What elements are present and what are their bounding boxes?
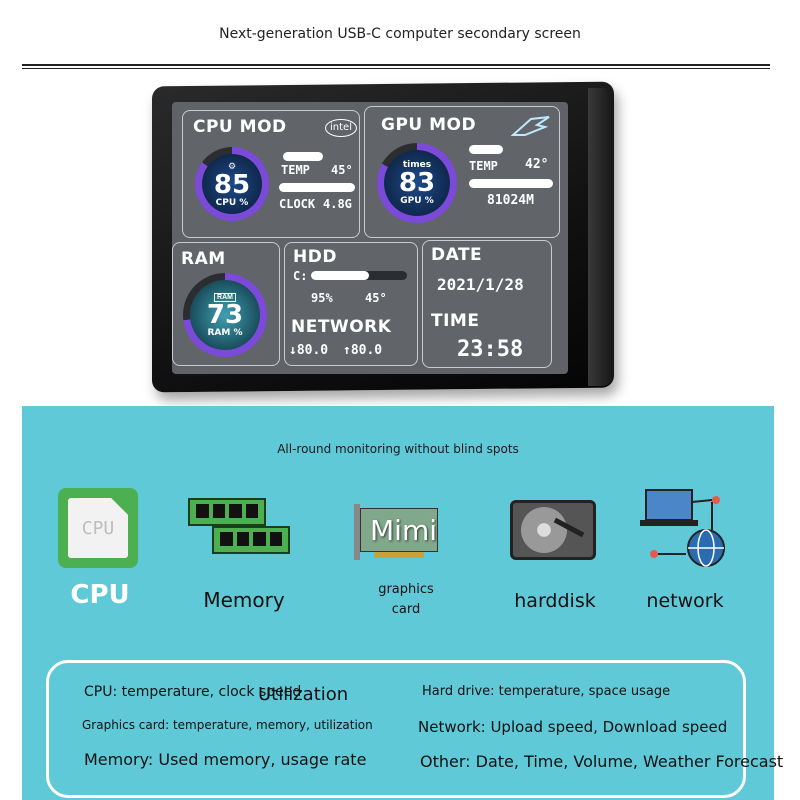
device-side [588, 88, 614, 386]
hdd-network-panel: HDD C: 95% 45° NETWORK ↓80.0 ↑80.0 [284, 242, 418, 366]
detail-other: Other: Date, Time, Volume, Weather Forec… [420, 752, 784, 771]
hdd-usage-bar [311, 271, 369, 280]
time-label: TIME [431, 311, 480, 331]
gpu-gauge: times 83 GPU % [377, 143, 457, 223]
gear-icon: ⚙ [227, 160, 237, 171]
cpu-temp-label: TEMP [281, 163, 310, 177]
gpu-memory-bar [469, 179, 553, 188]
network-download-value: ↓80.0 [289, 343, 329, 358]
feature-label-graphics-card: graphics card [378, 582, 434, 617]
cpu-panel: CPU MOD intel ⚙ 85 CPU % TEMP 45° CLOCK … [182, 110, 360, 238]
time-value: 23:58 [457, 337, 524, 362]
feature-label-harddisk: harddisk [514, 590, 596, 612]
divider [22, 68, 770, 69]
gpu-panel-title: GPU MOD [381, 115, 477, 135]
details-box [46, 660, 746, 798]
feature-section [22, 406, 774, 800]
date-value: 2021/1/28 [437, 275, 524, 294]
graphics-card-icon: Mimi [354, 500, 440, 562]
ram-usage-value: 73 [206, 299, 244, 330]
device-screen: CPU MOD intel ⚙ 85 CPU % TEMP 45° CLOCK … [172, 102, 568, 374]
gpu-temp-value: 42° [525, 157, 549, 172]
cpu-panel-title: CPU MOD [193, 117, 287, 137]
network-icon [640, 489, 725, 567]
cpu-clock-bar [279, 183, 355, 192]
feature-label-cpu: CPU [70, 580, 130, 610]
network-upload-value: ↑80.0 [343, 343, 383, 358]
gpu-times-label: times [402, 160, 432, 170]
graphics-card-overlay-text: Mimi [370, 514, 437, 547]
rog-logo-icon [511, 116, 550, 136]
gpu-usage-unit: GPU % [400, 196, 434, 206]
date-time-panel: DATE 2021/1/28 TIME 23:58 [422, 240, 552, 368]
intel-logo-icon: intel [325, 119, 357, 137]
detail-cpu: CPU: temperature, clock speed [84, 684, 302, 700]
gpu-usage-value: 83 [398, 168, 436, 198]
cpu-chip-text: CPU [81, 517, 115, 539]
memory-chip-icon: RAM [214, 292, 236, 302]
cpu-chip-icon: CPU [58, 488, 138, 568]
hdd-drive-label: C: [293, 269, 308, 283]
page-title: Next-generation USB-C computer secondary… [219, 26, 581, 42]
detail-gpu: Graphics card: temperature, memory, util… [82, 718, 373, 732]
gpu-panel: GPU MOD times 83 GPU % TEMP 42° 81024M [364, 106, 560, 238]
hdd-title: HDD [293, 247, 337, 267]
detail-hdd: Hard drive: temperature, space usage [422, 684, 671, 699]
hdd-usage-value: 95% [311, 291, 333, 305]
cpu-usage-value: 85 [213, 169, 251, 200]
network-title: NETWORK [291, 317, 392, 337]
gpu-temp-label: TEMP [469, 159, 498, 173]
cpu-gauge: ⚙ 85 CPU % [195, 147, 269, 221]
cpu-clock-label: CLOCK [279, 197, 316, 211]
gpu-memory-value: 81024M [487, 193, 534, 208]
feature-label-network: network [646, 590, 724, 612]
date-label: DATE [431, 245, 483, 265]
ram-panel-title: RAM [181, 249, 226, 269]
ram-usage-unit: RAM % [207, 327, 243, 338]
detail-memory: Memory: Used memory, usage rate [84, 750, 367, 769]
ram-gauge: RAM 73 RAM % [183, 273, 267, 357]
hdd-temp-value: 45° [365, 291, 387, 305]
memory-ram-icon [186, 498, 292, 560]
cpu-temp-bar [283, 152, 323, 161]
feature-subtitle: All-round monitoring without blind spots [277, 442, 519, 456]
divider [22, 64, 770, 66]
ram-panel: RAM RAM 73 RAM % [172, 242, 280, 366]
harddisk-icon [510, 500, 596, 560]
gpu-temp-bar [469, 145, 503, 154]
detail-network: Network: Upload speed, Download speed [418, 718, 728, 736]
cpu-temp-value: 45° [331, 163, 353, 177]
feature-label-memory: Memory [203, 588, 285, 612]
detail-cpu-utilization: Utilization [258, 684, 349, 705]
cpu-clock-value: 4.8G [323, 197, 352, 211]
cpu-usage-unit: CPU % [215, 197, 249, 208]
